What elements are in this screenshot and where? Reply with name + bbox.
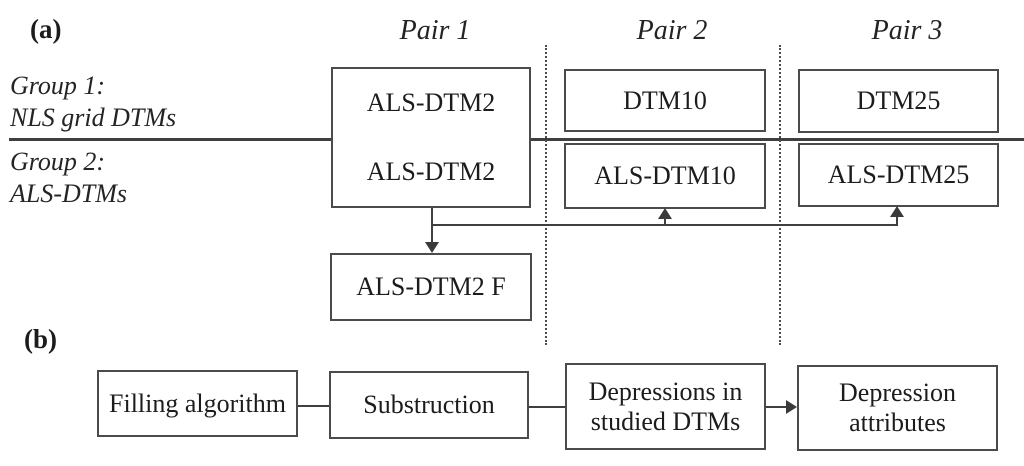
pair-2-header: Pair 2	[636, 15, 708, 46]
pair-divider-dotted-line-2	[779, 45, 781, 345]
box-pair1: ALS-DTM2 ALS-DTM2	[331, 67, 531, 208]
box-dtm25: DTM25	[798, 69, 999, 133]
box-dtm25-label: DTM25	[856, 86, 941, 115]
group-2-line2: ALS-DTMs	[10, 179, 128, 208]
arrowhead-up-to-als-dtm10	[658, 208, 672, 219]
arrowhead-down-to-als-dtm2f	[425, 242, 439, 253]
group-2-line1: Group 2:	[10, 147, 106, 176]
box-depression-attributes-line2: attributes	[849, 408, 946, 437]
box-filling-algorithm-label: Filling algorithm	[109, 388, 286, 418]
box-depression-attributes: Depression attributes	[797, 365, 998, 451]
box-pair1-group1-label: ALS-DTM2	[366, 88, 496, 118]
arrowhead-up-to-als-dtm25	[890, 206, 904, 217]
box-als-dtm2f: ALS-DTM2 F	[330, 253, 532, 321]
arrow-stem-up-2	[896, 216, 898, 226]
group-2-label: Group 2: ALS-DTMs	[10, 146, 127, 210]
box-dtm10-label: DTM10	[623, 85, 707, 115]
box-depressions: Depressions in studied DTMs	[565, 363, 766, 450]
box-pair1-group2-label: ALS-DTM2	[366, 156, 496, 186]
group-1-line1: Group 1:	[10, 71, 106, 100]
group-1-label: Group 1: NLS grid DTMs	[10, 70, 176, 134]
box-als-dtm25-label: ALS-DTM25	[827, 160, 970, 189]
pair-divider-dotted-line-1	[545, 45, 547, 345]
box-als-dtm10-label: ALS-DTM10	[594, 161, 736, 190]
panel-b-label: (b)	[24, 324, 57, 354]
box-depressions-line1: Depressions in	[588, 376, 743, 406]
box-filling-algorithm: Filling algorithm	[97, 370, 298, 437]
box-als-dtm2f-label: ALS-DTM2 F	[356, 272, 506, 301]
box-depression-attributes-line1: Depression	[839, 378, 956, 407]
arrowhead-right-to-attributes	[786, 400, 797, 414]
panel-a-label: (a)	[30, 14, 62, 44]
box-als-dtm10: ALS-DTM10	[564, 143, 766, 209]
arrow-stem-up-1	[664, 218, 666, 226]
box-substruction: Substruction	[329, 371, 529, 439]
box-dtm10: DTM10	[564, 69, 766, 132]
box-als-dtm25: ALS-DTM25	[798, 143, 999, 207]
connector-filling-to-substruction	[298, 405, 329, 407]
group-1-line2: NLS grid DTMs	[10, 103, 177, 132]
box-depressions-line2: studied DTMs	[590, 406, 741, 436]
pair-1-header: Pair 1	[399, 15, 471, 46]
box-substruction-label: Substruction	[363, 390, 495, 419]
connector-substruction-to-depressions	[529, 406, 565, 408]
pair-3-header: Pair 3	[871, 15, 943, 46]
arrow-line-depressions-to-attributes	[766, 406, 788, 408]
